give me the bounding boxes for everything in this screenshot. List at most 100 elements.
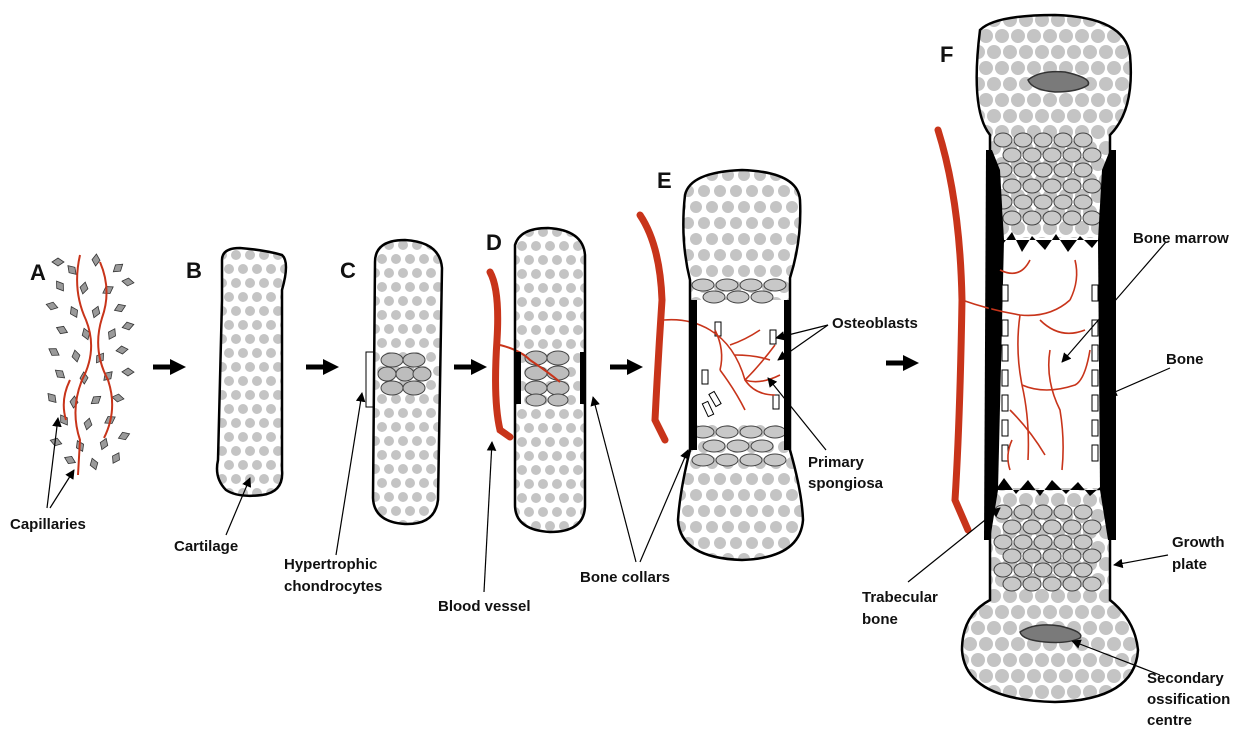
chondrocyte bbox=[419, 282, 429, 292]
chondrocyte bbox=[1027, 61, 1041, 75]
chondrocyte bbox=[786, 489, 798, 501]
chondrocyte bbox=[770, 265, 782, 277]
chondrocyte bbox=[391, 282, 401, 292]
chondrocyte bbox=[746, 185, 758, 197]
growth-zone-cell bbox=[1034, 535, 1052, 549]
chondrocyte bbox=[738, 265, 750, 277]
chondrocyte bbox=[559, 465, 569, 475]
growth-zone-cell bbox=[692, 279, 714, 291]
chondrocyte bbox=[778, 249, 790, 261]
chondrocyte bbox=[971, 13, 985, 27]
chondrocyte bbox=[1131, 397, 1145, 411]
chondrocyte bbox=[559, 437, 569, 447]
chondrocyte bbox=[722, 489, 734, 501]
growth-zone-cell bbox=[740, 426, 762, 438]
chondrocyte bbox=[714, 217, 726, 229]
chondrocyte bbox=[524, 283, 534, 293]
mesenchymal-cell bbox=[90, 305, 102, 319]
growth-zone-cell bbox=[740, 454, 762, 466]
chondrocyte bbox=[545, 297, 555, 307]
chondrocyte bbox=[426, 268, 436, 278]
chondrocyte bbox=[545, 325, 555, 335]
mesenchymal-cell bbox=[45, 301, 59, 312]
chondrocyte bbox=[252, 264, 262, 274]
chondrocyte bbox=[963, 381, 977, 395]
chondrocyte bbox=[224, 376, 234, 386]
growth-zone-cell bbox=[1043, 549, 1061, 563]
chondrocyte bbox=[754, 265, 766, 277]
chondrocyte bbox=[245, 278, 255, 288]
chondrocyte bbox=[377, 282, 387, 292]
chondrocyte bbox=[412, 296, 422, 306]
chondrocyte bbox=[1107, 669, 1121, 683]
chondrocyte bbox=[1131, 333, 1145, 347]
growth-zone-cell bbox=[994, 505, 1012, 519]
chondrocyte bbox=[1131, 493, 1145, 507]
chondrocyte bbox=[224, 432, 234, 442]
chondrocyte bbox=[231, 390, 241, 400]
chondrocyte bbox=[538, 451, 548, 461]
chondrocyte bbox=[238, 432, 248, 442]
mesenchymal-cell bbox=[98, 437, 110, 451]
chondrocyte bbox=[1019, 685, 1033, 699]
chondrocyte bbox=[517, 297, 527, 307]
capillary-vessel bbox=[64, 380, 70, 420]
chondrocyte bbox=[955, 45, 969, 59]
chondrocyte bbox=[1035, 589, 1049, 603]
chondrocyte bbox=[754, 233, 766, 245]
stage-letter-d: D bbox=[486, 230, 502, 255]
growth-zone-cell bbox=[1043, 520, 1061, 534]
growth-zone-cell bbox=[1014, 505, 1032, 519]
chondrocyte bbox=[722, 201, 734, 213]
growth-zone-cell bbox=[1063, 148, 1081, 162]
chondrocyte bbox=[1067, 493, 1081, 507]
chondrocyte bbox=[698, 505, 710, 517]
chondrocyte bbox=[971, 589, 985, 603]
chondrocyte bbox=[377, 450, 387, 460]
chondrocyte bbox=[384, 492, 394, 502]
chondrocyte bbox=[730, 185, 742, 197]
chondrocyte bbox=[1115, 525, 1129, 539]
chondrocyte bbox=[377, 394, 387, 404]
chondrocyte bbox=[524, 451, 534, 461]
chondrocyte bbox=[1043, 93, 1057, 107]
chondrocyte bbox=[706, 201, 718, 213]
chondrocyte bbox=[698, 249, 710, 261]
chondrocyte-dots bbox=[217, 250, 290, 498]
growth-zone-cell bbox=[1003, 577, 1021, 591]
chondrocyte bbox=[690, 489, 702, 501]
chondrocyte bbox=[786, 233, 798, 245]
chondrocyte bbox=[1115, 237, 1129, 251]
chondrocyte bbox=[224, 292, 234, 302]
chondrocyte bbox=[995, 93, 1009, 107]
stage-letter-c: C bbox=[340, 258, 356, 283]
mesenchymal-cell bbox=[47, 345, 61, 358]
chondrocyte bbox=[979, 637, 993, 651]
chondrocyte bbox=[995, 605, 1009, 619]
mesenchymal-cell bbox=[117, 430, 131, 442]
mesenchymal-cell bbox=[68, 305, 81, 319]
chondrocyte bbox=[538, 423, 548, 433]
chondrocyte bbox=[1091, 605, 1105, 619]
growth-zone-cell bbox=[1083, 148, 1101, 162]
chondrocyte bbox=[971, 621, 985, 635]
osteoblast bbox=[1002, 345, 1008, 361]
growth-zone-cell bbox=[994, 563, 1012, 577]
chondrocyte bbox=[559, 493, 569, 503]
chondrocyte bbox=[231, 362, 241, 372]
chondrocyte bbox=[674, 393, 686, 405]
chondrocyte bbox=[238, 404, 248, 414]
chondrocyte bbox=[273, 278, 283, 288]
chondrocyte bbox=[231, 306, 241, 316]
chondrocyte bbox=[1115, 397, 1129, 411]
chondrocyte bbox=[963, 477, 977, 491]
chondrocyte bbox=[1123, 253, 1137, 267]
chondrocyte bbox=[398, 240, 408, 250]
chondrocyte bbox=[517, 409, 527, 419]
chondrocyte bbox=[573, 297, 583, 307]
chondrocyte bbox=[266, 432, 276, 442]
chondrocyte bbox=[524, 255, 534, 265]
chondrocyte bbox=[1115, 589, 1129, 603]
chondrocyte bbox=[238, 292, 248, 302]
chondrocyte bbox=[531, 493, 541, 503]
